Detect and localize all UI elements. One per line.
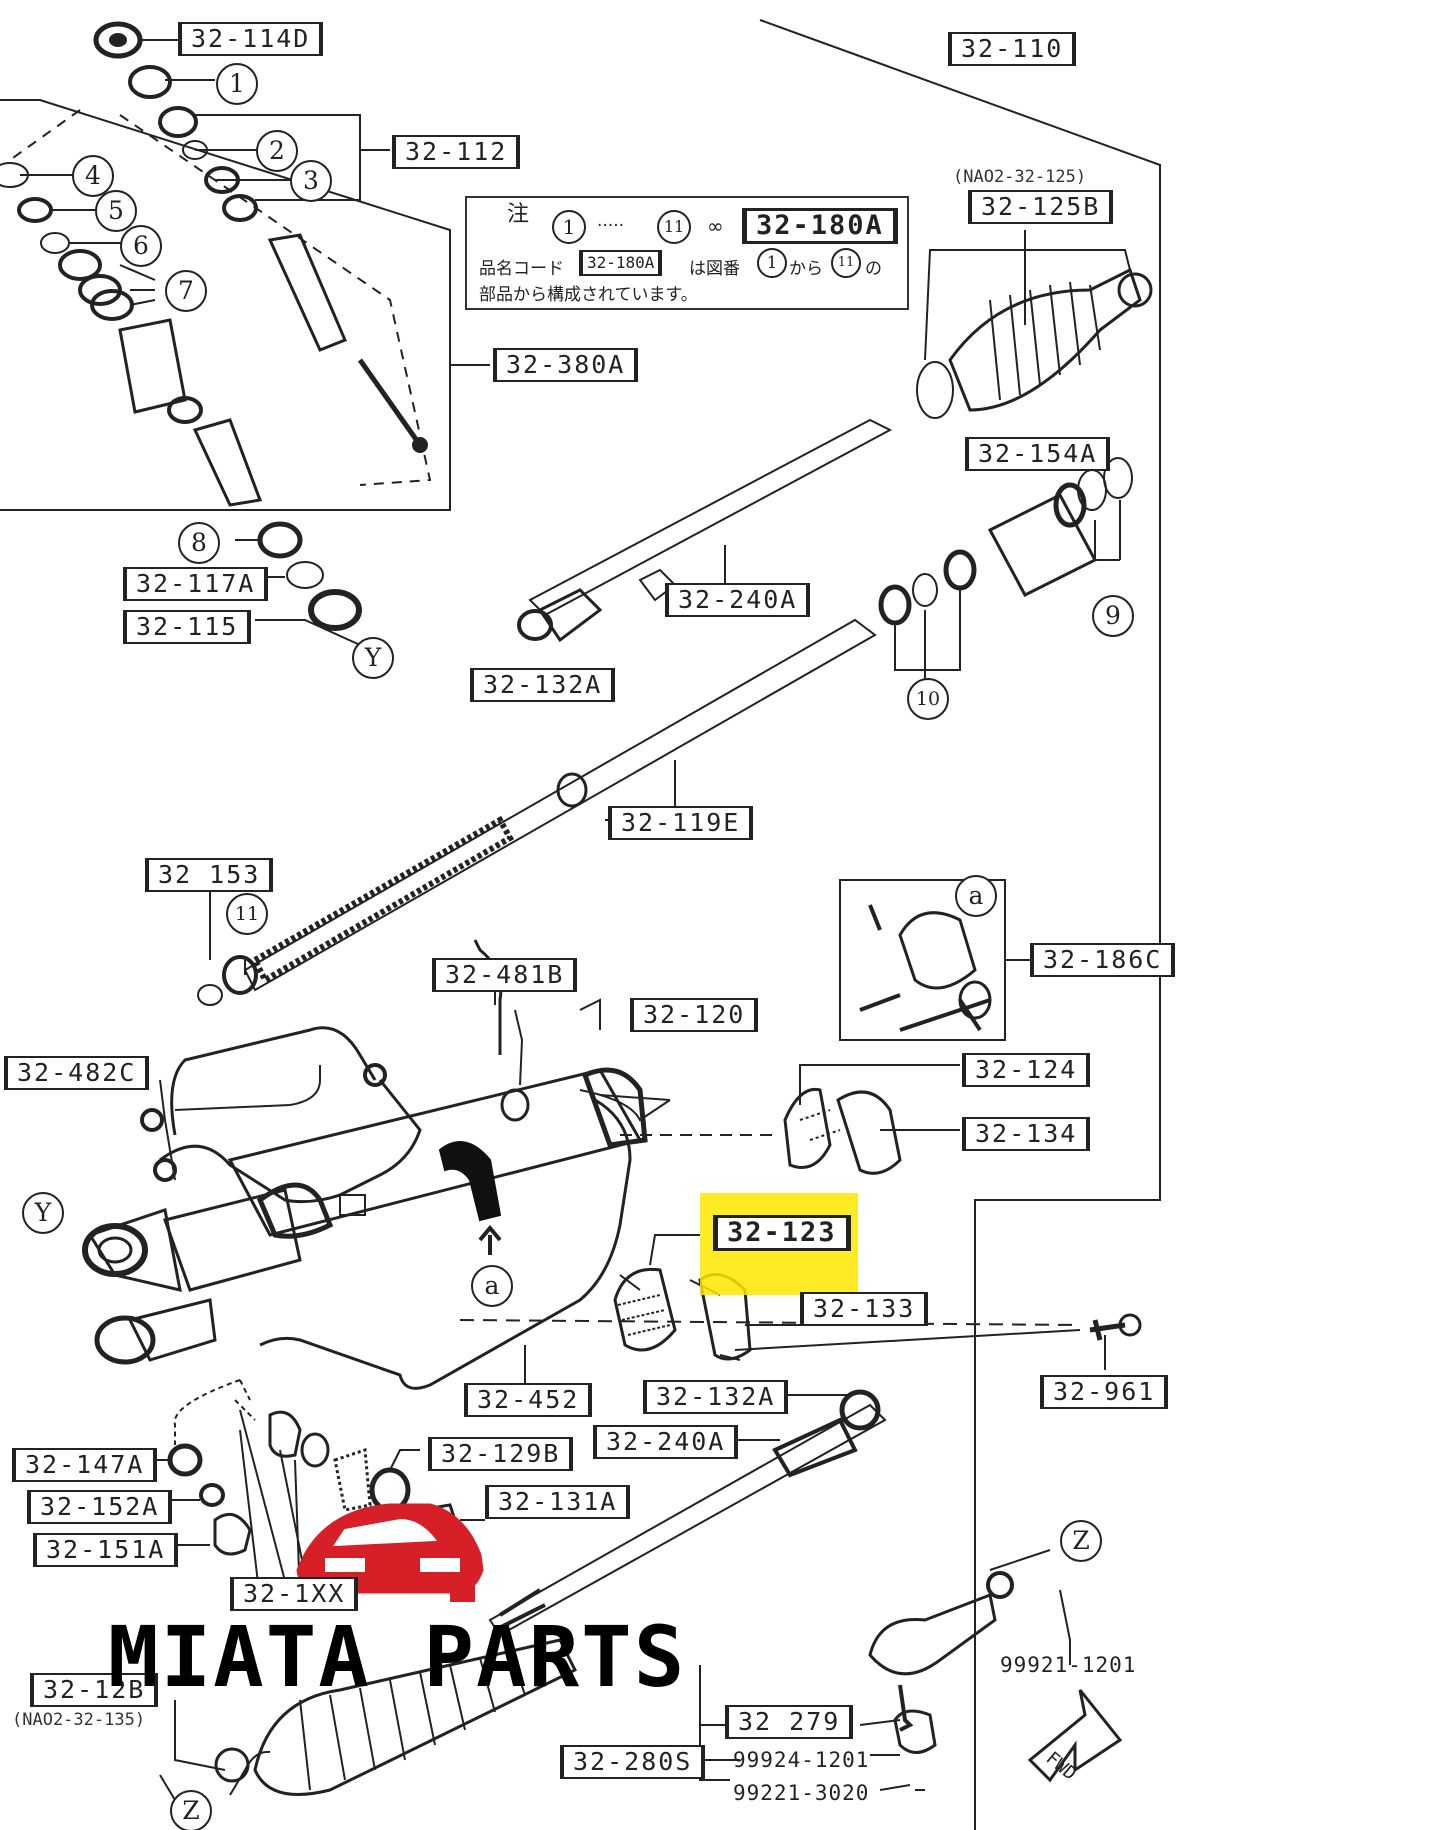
label-32-152A: 32-152A — [27, 1490, 173, 1524]
note-line2-to: 11 — [831, 248, 861, 278]
label-32-115: 32-115 — [123, 610, 252, 644]
label-32-114D: 32-114D — [178, 22, 324, 56]
note-line2-kara: から — [789, 259, 823, 279]
note-line2-no: の — [865, 259, 882, 279]
note-range-start: 1 — [552, 210, 586, 244]
label-32-132A-top: 32-132A — [470, 668, 616, 702]
label-32-180A: 32-180A — [742, 208, 898, 244]
label-32-482C: 32-482C — [4, 1056, 150, 1090]
label-32-151A: 32-151A — [33, 1533, 179, 1567]
callout-5: 5 — [95, 190, 137, 232]
fwd-arrow: FWD — [1027, 1689, 1123, 1785]
note-dots: ····· — [597, 216, 625, 236]
note-line2-from: 1 — [757, 248, 787, 278]
label-32-240A-bot: 32-240A — [593, 1425, 739, 1459]
callout-7: 7 — [165, 270, 207, 312]
note-line3: 部品から構成されています。 — [479, 285, 698, 305]
label-32-110: 32-110 — [948, 32, 1077, 66]
label-32-117A: 32-117A — [123, 567, 269, 601]
label-32-120: 32-120 — [630, 998, 759, 1032]
label-32-380A: 32-380A — [493, 348, 639, 382]
callout-6: 6 — [120, 225, 162, 267]
note-line2-prefix: 品名コード — [479, 259, 564, 279]
callout-Z-top: Z — [1060, 1520, 1102, 1562]
callout-a-box: a — [955, 875, 997, 917]
callout-8: 8 — [178, 522, 220, 564]
note-range-end: 11 — [657, 210, 691, 244]
brand-watermark: MIATA PARTS — [108, 1608, 687, 1706]
label-32-123: 32-123 — [713, 1215, 851, 1251]
part-number-99921-1201: 99921-1201 — [1000, 1653, 1137, 1677]
label-32-153: 32 153 — [145, 858, 274, 892]
note-line2-ref: 32-180A — [579, 250, 663, 276]
label-32-481B: 32-481B — [432, 958, 578, 992]
label-32-240A-top: 32-240A — [665, 583, 811, 617]
note-box: 注 1 ····· 11 ∞ 32-180A 品名コード 32-180A は図番… — [465, 196, 909, 310]
callout-4: 4 — [72, 155, 114, 197]
callout-1: 1 — [216, 63, 258, 105]
callout-Y-bottom: Y — [22, 1192, 64, 1234]
label-32-112: 32-112 — [392, 135, 521, 169]
label-32-132A-bot: 32-132A — [643, 1380, 789, 1414]
note-nao2-135: (NAO2-32-135) — [12, 1710, 146, 1730]
label-32-133: 32-133 — [800, 1292, 929, 1326]
note-line2-mid: は図番 — [689, 259, 740, 279]
label-32-12B: 32-12B — [30, 1673, 159, 1707]
label-32-147A: 32-147A — [12, 1448, 158, 1482]
note-equals: ∞ — [707, 214, 724, 238]
note-heading: 注 — [507, 202, 530, 227]
label-32-134: 32-134 — [962, 1117, 1091, 1151]
callout-11: 11 — [226, 893, 268, 935]
label-32-125B: 32-125B — [968, 190, 1114, 224]
callout-a-arrow: a — [471, 1265, 513, 1307]
label-32-279: 32 279 — [725, 1705, 854, 1739]
callout-9: 9 — [1092, 595, 1134, 637]
label-32-131A: 32-131A — [485, 1485, 631, 1519]
callout-10: 10 — [907, 678, 949, 720]
label-32-124: 32-124 — [962, 1053, 1091, 1087]
label-32-119E: 32-119E — [608, 806, 754, 840]
callout-2: 2 — [256, 130, 298, 172]
callout-Z-bottom: Z — [170, 1790, 212, 1830]
label-32-129B: 32-129B — [428, 1437, 574, 1471]
label-32-1XX: 32-1XX — [230, 1577, 359, 1611]
label-32-961: 32-961 — [1040, 1375, 1169, 1409]
note-nao2-125: (NAO2-32-125) — [953, 167, 1087, 187]
part-number-99221-3020: 99221-3020 — [733, 1781, 870, 1805]
label-32-154A: 32-154A — [965, 437, 1111, 471]
callout-3: 3 — [290, 160, 332, 202]
label-32-452: 32-452 — [464, 1383, 593, 1417]
label-32-280S: 32-280S — [560, 1745, 706, 1779]
callout-Y-top: Y — [352, 637, 394, 679]
part-number-99924-1201: 99924-1201 — [733, 1748, 870, 1772]
label-32-186C: 32-186C — [1030, 943, 1176, 977]
